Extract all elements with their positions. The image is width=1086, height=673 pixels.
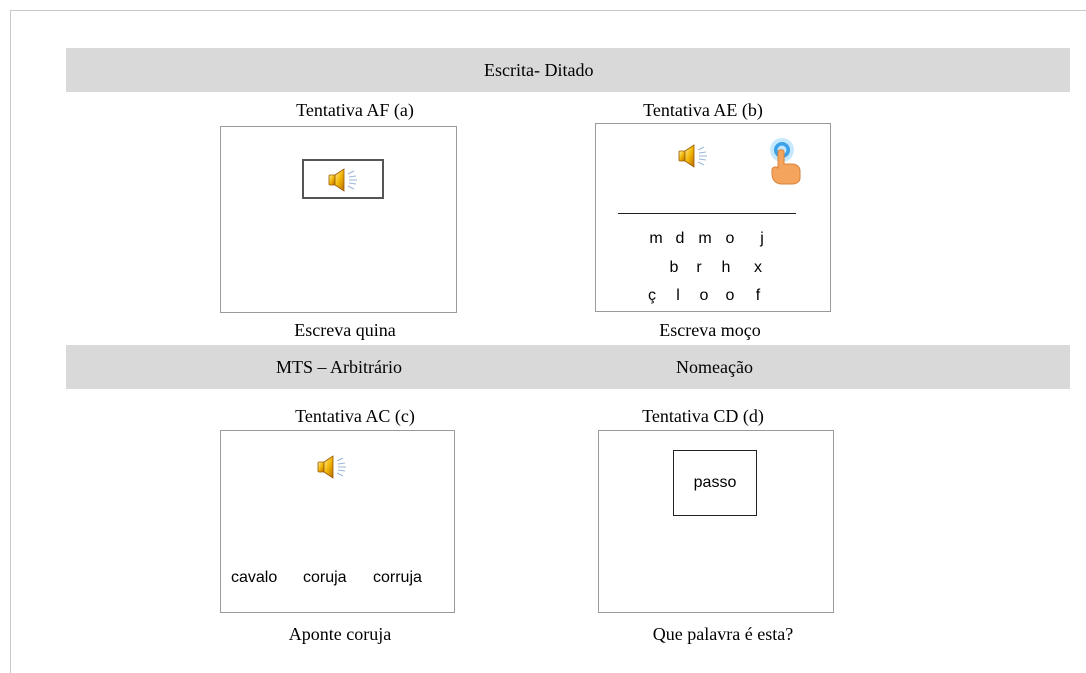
panel-b-title: Tentativa AE (b)	[643, 100, 763, 120]
word-card: passo	[673, 450, 757, 516]
choice-word[interactable]: cavalo	[231, 569, 278, 586]
answer-line	[618, 213, 796, 214]
section-title-escrita: Escrita- Ditado	[484, 60, 594, 80]
letter-key[interactable]: d	[675, 230, 685, 247]
page-border-top	[10, 10, 1086, 11]
section-band-escrita: Escrita- Ditado	[66, 48, 1070, 92]
panel-b-caption: Escreva moço	[659, 320, 761, 340]
word-card-text: passo	[693, 474, 737, 491]
letter-key[interactable]: j	[760, 230, 764, 247]
panel-a	[220, 126, 457, 313]
letter-key[interactable]: f	[755, 287, 761, 304]
letter-key[interactable]: b	[669, 259, 679, 276]
panel-a-caption: Escreva quina	[294, 320, 396, 340]
letter-key[interactable]: h	[721, 259, 731, 276]
letter-key[interactable]: m	[649, 230, 663, 247]
panel-d-caption: Que palavra é esta?	[652, 624, 794, 644]
letter-key[interactable]: r	[696, 259, 702, 276]
page-border-left	[10, 10, 11, 673]
section-title-mts: MTS – Arbitrário	[276, 357, 402, 377]
speaker-icon[interactable]	[676, 142, 712, 170]
letter-key[interactable]: x	[754, 259, 762, 276]
panel-c-caption: Aponte coruja	[288, 624, 392, 644]
letter-key[interactable]: l	[676, 287, 680, 304]
panel-c-title: Tentativa AC (c)	[295, 406, 415, 426]
panel-d-title: Tentativa CD (d)	[642, 406, 764, 426]
letter-key[interactable]: o	[725, 230, 735, 247]
letter-keyboard: m d m o j b r h x ç l o o f	[596, 124, 832, 313]
section-band-mts-nomeacao: MTS – Arbitrário Nomeação	[66, 345, 1070, 389]
panel-a-title: Tentativa AF (a)	[296, 100, 414, 120]
panel-d: passo	[598, 430, 834, 613]
letter-key[interactable]: o	[699, 287, 709, 304]
speaker-button-frame[interactable]	[302, 159, 384, 199]
letter-key[interactable]: o	[725, 287, 735, 304]
speaker-icon[interactable]	[315, 453, 351, 481]
choice-word[interactable]: corruja	[373, 569, 422, 586]
letter-key[interactable]: ç	[648, 287, 656, 304]
letter-key[interactable]: m	[698, 230, 712, 247]
panel-b: m d m o j b r h x ç l o o f	[595, 123, 831, 312]
touch-hand-icon[interactable]	[764, 136, 808, 186]
panel-c: cavalo coruja corruja	[220, 430, 455, 613]
speaker-icon	[328, 168, 357, 192]
choice-word[interactable]: coruja	[303, 569, 347, 586]
section-title-nomeacao: Nomeação	[676, 357, 753, 377]
